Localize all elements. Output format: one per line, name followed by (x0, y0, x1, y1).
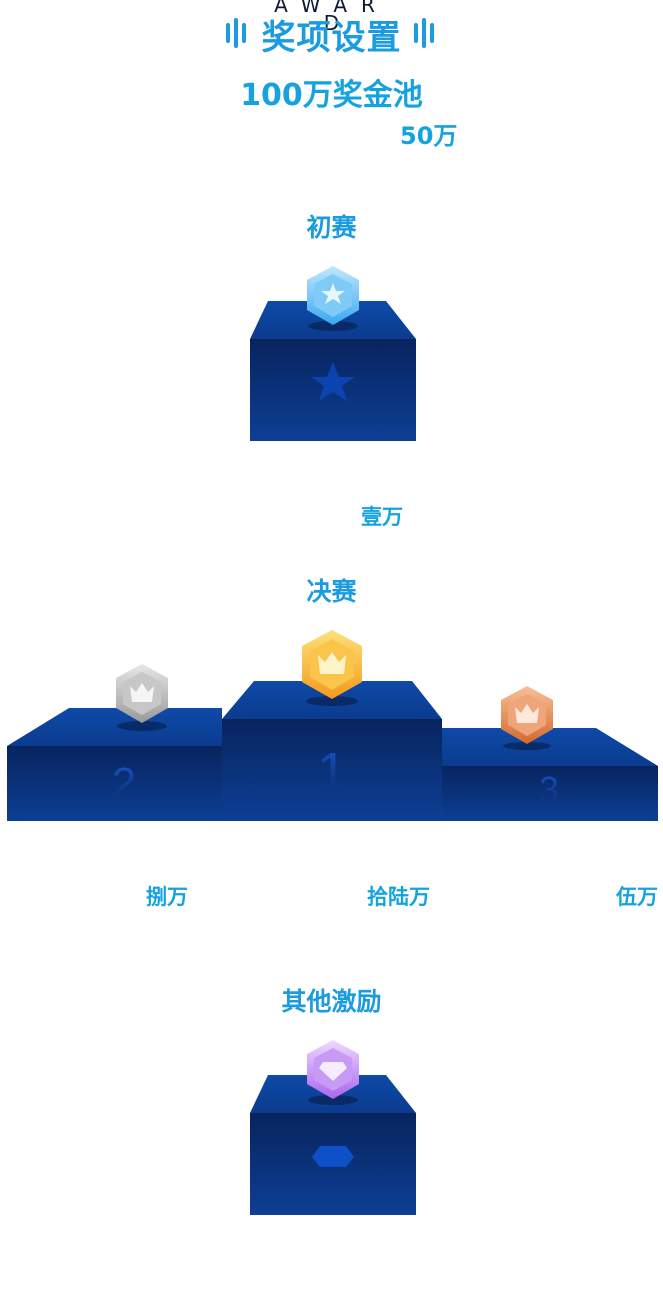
bronze-crown-hexagon-icon (501, 686, 553, 744)
section-title-final: 决赛 (306, 577, 357, 606)
section-title-other: 其他激励 (281, 987, 382, 1016)
podium-preliminary (250, 266, 416, 441)
podium-other (250, 1040, 416, 1215)
rank-number-3: 3 (539, 769, 559, 810)
award-watermark: AWAR D (0, 0, 663, 35)
page-title: 奖项设置 (261, 18, 402, 58)
rank-number-2: 2 (112, 759, 136, 808)
preliminary-prize: 壹万 (361, 505, 403, 529)
award-watermark-line1: AWAR (274, 0, 389, 17)
gold-crown-hexagon-icon (302, 630, 362, 699)
rank-number-1: 1 (317, 742, 347, 802)
podium-third (442, 686, 658, 821)
prize-pool-sub-amount: 50万 (400, 122, 458, 150)
star-icon (311, 362, 355, 401)
star-hexagon-icon (307, 266, 359, 325)
prize-pool-total: 100万奖金池 (240, 78, 423, 113)
header: AWAR D 奖项设置 (0, 0, 663, 58)
final-prize-first: 拾陆万 (367, 885, 430, 909)
section-title-preliminary: 初赛 (306, 213, 357, 242)
podium-second (7, 664, 222, 821)
final-prize-second: 捌万 (146, 885, 188, 909)
final-prize-third: 伍万 (616, 885, 658, 909)
gem-icon (312, 1146, 354, 1167)
podium-first (222, 630, 442, 821)
silver-crown-hexagon-icon (116, 664, 168, 723)
diamond-hexagon-icon (307, 1040, 359, 1099)
award-watermark-line2: D (323, 11, 340, 35)
